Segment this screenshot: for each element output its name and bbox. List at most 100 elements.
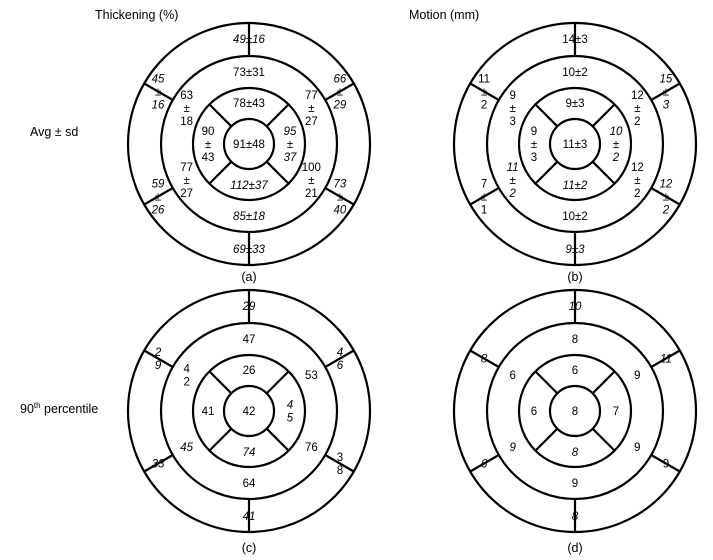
segment-value-o5: 7±1 — [481, 179, 487, 217]
segment-value-o6: 11±2 — [478, 74, 490, 112]
segment-line: 90 — [202, 126, 215, 138]
segment-line: 73±31 — [233, 67, 265, 79]
segment-value-o1: 10 — [569, 301, 582, 313]
percentile-row-label: 90th percentile — [20, 401, 98, 416]
segment-line: ± — [531, 139, 537, 151]
segment-value-i2: 95±37 — [284, 126, 297, 164]
segment-value-m1: 10±2 — [562, 67, 588, 79]
segment-line: 2 — [612, 152, 620, 164]
segment-line: 8 — [481, 354, 488, 366]
segment-line: 9 — [531, 126, 537, 138]
segment-line: ± — [183, 175, 189, 187]
segment-value-i1: 78±43 — [233, 98, 265, 110]
segment-line: 29 — [242, 301, 256, 313]
inner-spoke — [208, 427, 233, 452]
outer-spoke — [650, 454, 681, 473]
segment-value-m3: 12±2 — [631, 162, 644, 200]
segment-value-i3: 74 — [243, 447, 256, 459]
segment-line: 9 — [634, 370, 640, 382]
segment-value-o5: 59±26 — [151, 179, 165, 217]
percentile-superscript: th — [34, 401, 41, 410]
segment-line: 8 — [572, 334, 578, 346]
outer-spoke — [143, 82, 174, 101]
inner-spoke — [265, 370, 290, 395]
inner-spoke — [265, 427, 290, 452]
segment-value-o3: 12±2 — [660, 179, 673, 217]
inner-spoke — [591, 370, 616, 395]
segment-line: 11 — [507, 162, 519, 174]
diagram-layer: 49±1666±2973±4069±3359±2645±1673±3177±27… — [126, 21, 698, 534]
outer-spoke — [143, 454, 174, 473]
segment-line: ± — [308, 103, 314, 115]
segment-line: 27 — [180, 188, 193, 200]
segment-line: 2 — [183, 377, 189, 389]
segment-line: ± — [183, 103, 189, 115]
segment-value-o5: 6 — [481, 459, 488, 471]
segment-line: ± — [613, 139, 619, 151]
segment-value-m4: 85±18 — [233, 211, 265, 223]
segment-line: 69±33 — [233, 244, 265, 256]
caption-c: (c) — [242, 541, 257, 555]
outer-spoke — [469, 349, 500, 368]
segment-line: 11 — [660, 354, 672, 366]
segment-line: 3 — [663, 100, 670, 112]
segment-line: 2 — [634, 116, 640, 128]
segment-value-m3: 100±21 — [302, 162, 321, 200]
segment-line: 4 — [183, 364, 190, 376]
segment-value-o6: 45±16 — [152, 74, 165, 112]
segment-value-m5: 45 — [180, 442, 193, 454]
outer-spoke — [324, 82, 355, 101]
segment-line: ± — [481, 87, 487, 99]
segment-value-i3: 8 — [572, 447, 579, 459]
segment-value-m2: 53 — [305, 370, 318, 382]
segment-line: ± — [481, 192, 487, 204]
inner-spoke — [534, 370, 559, 395]
segment-value-m1: 73±31 — [233, 67, 265, 79]
segment-line: 18 — [180, 116, 193, 128]
segment-line: ± — [509, 103, 515, 115]
segment-line: 4 — [337, 347, 343, 359]
segment-value-m4: 9 — [572, 478, 578, 490]
segment-line: 41 — [202, 406, 215, 418]
inner-spoke — [208, 103, 233, 128]
segment-value-o3: 73±40 — [334, 179, 347, 217]
segment-line: 40 — [334, 205, 347, 217]
segment-line: 3 — [337, 452, 343, 464]
ring-2 — [517, 353, 633, 469]
segment-line: 47 — [243, 334, 256, 346]
segment-line: 64 — [243, 478, 256, 490]
segment-value-i2: 10±2 — [610, 126, 623, 164]
segment-line: 6 — [531, 406, 537, 418]
segment-value-i4: 6 — [531, 406, 537, 418]
segment-line: 9±3 — [565, 244, 585, 256]
segment-value-m1: 8 — [572, 334, 578, 346]
outer-spoke — [324, 349, 355, 368]
segment-line: 6 — [481, 459, 488, 471]
segment-value-m5: 11±2 — [507, 162, 519, 200]
segment-value-i1: 26 — [243, 365, 256, 377]
caption-b: (b) — [567, 270, 582, 284]
segment-value-i1: 9±3 — [565, 98, 584, 110]
segment-value-o4: 8 — [572, 511, 579, 523]
segment-line: 112±37 — [230, 180, 268, 192]
ring-3 — [222, 117, 276, 171]
segment-line: 100 — [302, 162, 321, 174]
segment-line: 76 — [305, 442, 318, 454]
segment-value-m6: 9±3 — [509, 90, 515, 128]
segment-value-m3: 9 — [634, 442, 640, 454]
segment-line: 9±3 — [565, 98, 584, 110]
segment-value-i3: 112±37 — [230, 180, 268, 192]
segment-value-m1: 47 — [243, 334, 256, 346]
segment-line: 26 — [243, 365, 256, 377]
segment-value-m4: 64 — [243, 478, 256, 490]
segment-line: 2 — [481, 100, 487, 112]
segment-value-c: 91±48 — [233, 139, 265, 151]
segment-line: 66 — [334, 74, 347, 86]
segment-value-m4: 10±2 — [562, 211, 588, 223]
segment-line: 27 — [305, 116, 318, 128]
